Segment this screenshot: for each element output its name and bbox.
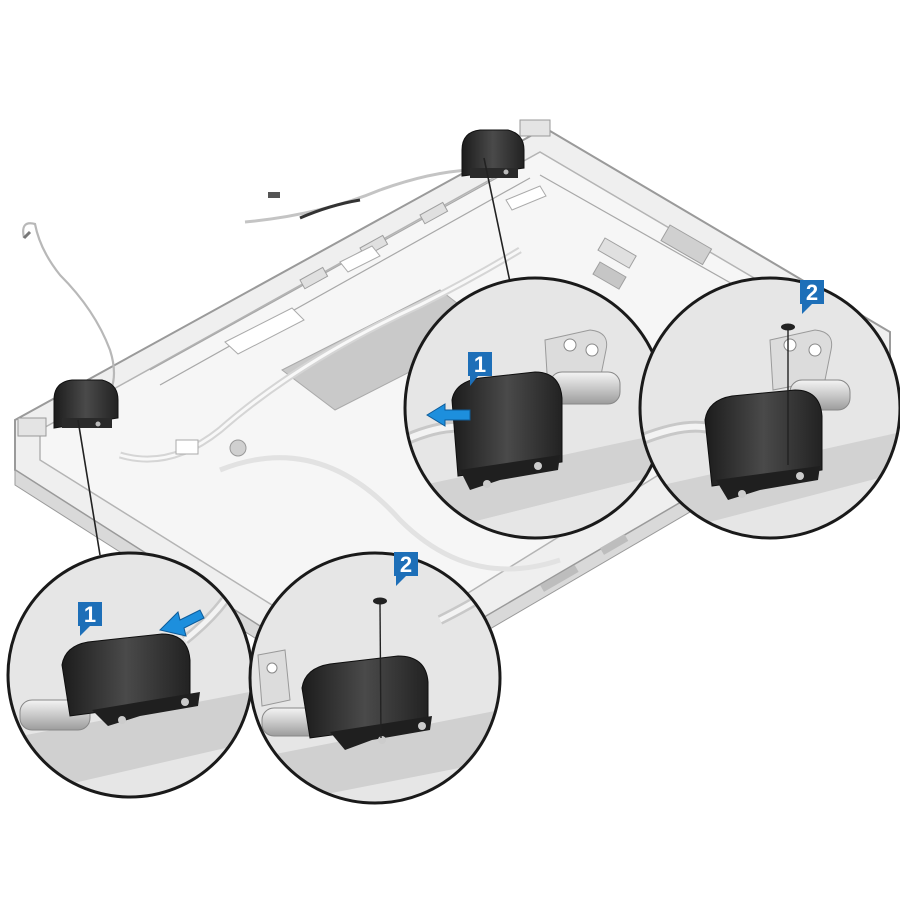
step-number: 2 — [400, 552, 412, 577]
step-badge: 2 — [394, 552, 418, 586]
step-badge: 1 — [78, 602, 102, 636]
arrow-icon — [426, 403, 471, 427]
step-badge: 2 — [800, 280, 824, 314]
callout-bottom-left: 1 — [6, 551, 254, 799]
step-number: 1 — [84, 602, 96, 627]
antenna-cable — [22, 222, 116, 393]
step-number: 1 — [474, 352, 486, 377]
step-number: 2 — [806, 280, 818, 305]
callout-bottom-right: 2 — [248, 551, 502, 805]
arrow-icon — [159, 609, 205, 637]
screw-icon — [373, 597, 387, 739]
hinge-cover-left — [53, 379, 119, 429]
display-cable — [244, 168, 471, 224]
callout-top-right: 2 — [638, 276, 900, 540]
step-badge: 1 — [468, 352, 492, 386]
screw-icon — [781, 323, 795, 465]
leader-lines — [77, 157, 511, 556]
hinge-cover-right — [461, 129, 525, 178]
callout-top-left: 1 — [403, 276, 667, 540]
